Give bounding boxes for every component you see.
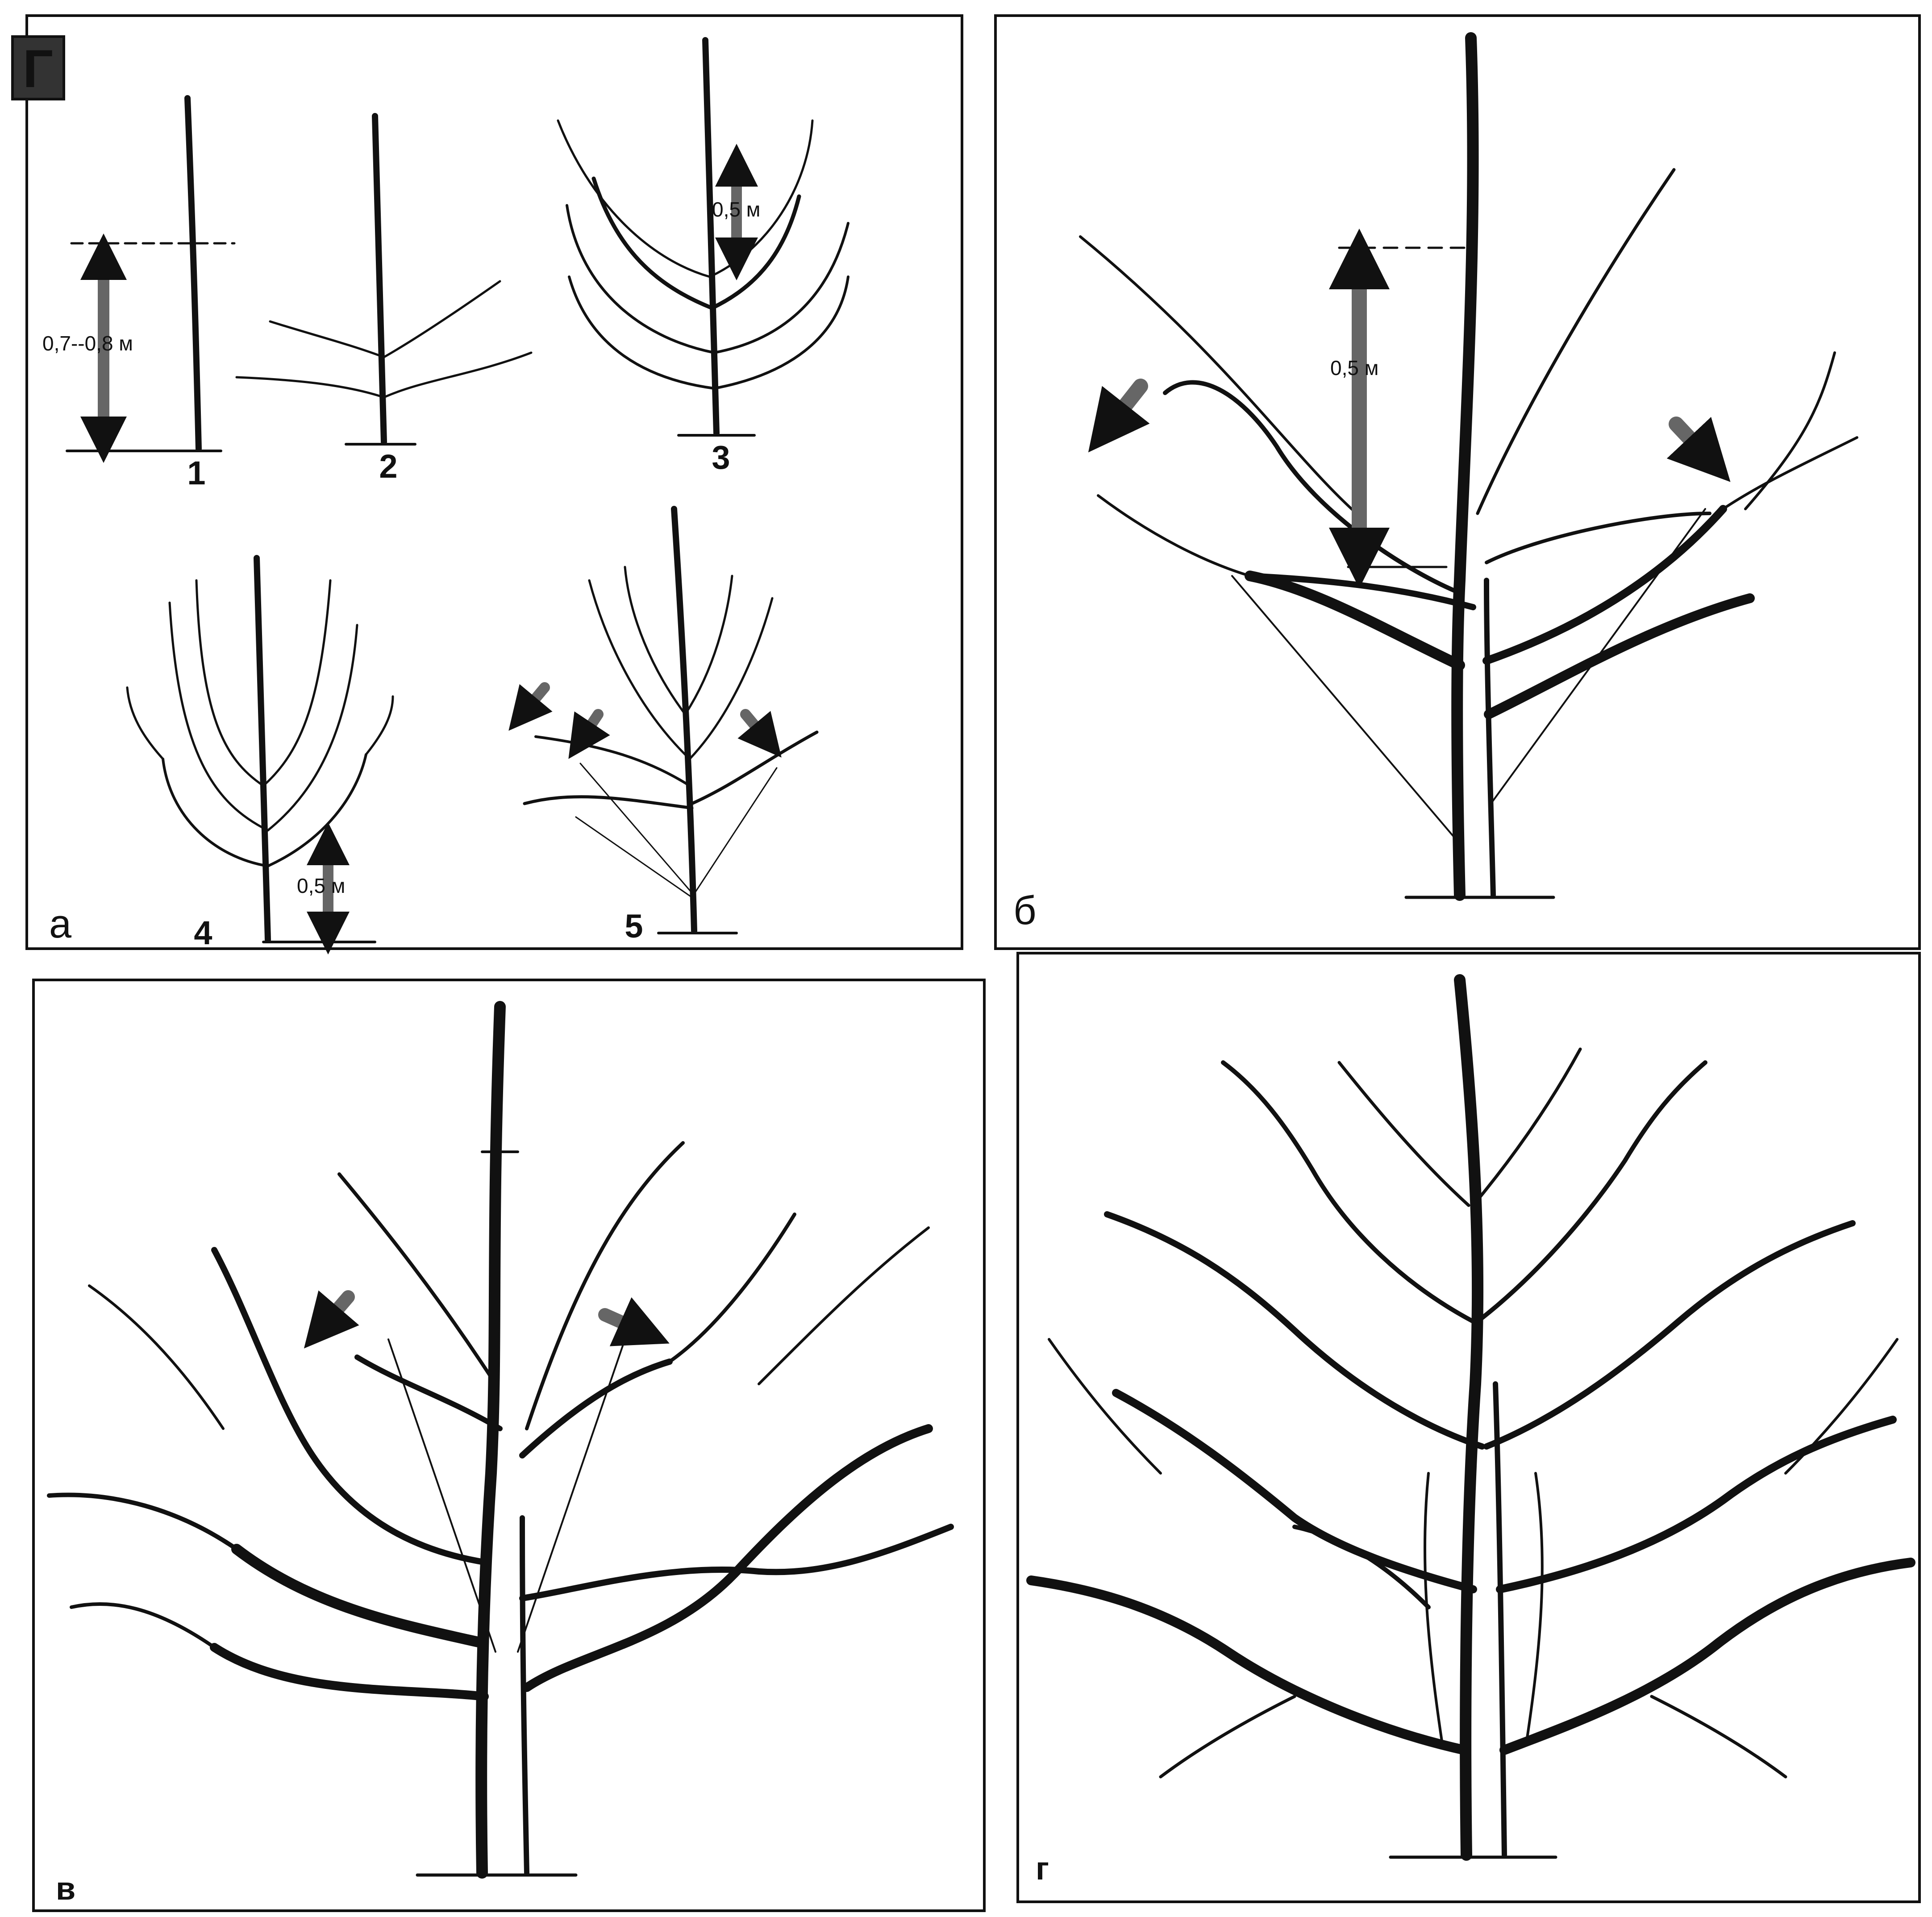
- panel-label-v: в: [56, 1871, 75, 1907]
- stage-2-first-tier: [237, 116, 531, 444]
- stage-3-second-tier: [558, 40, 848, 435]
- bend-arrow: [745, 714, 768, 741]
- bend-arrow: [1107, 386, 1141, 429]
- panel-v-frame: [33, 980, 984, 1911]
- bend-arrow: [605, 1315, 645, 1333]
- panel-a-frame: [27, 16, 962, 949]
- panel-label-g: г: [1036, 1851, 1049, 1887]
- panel-a-text: 0,7--0,8 м 0,5 м 0,5 м 1 2 3 4 5 а: [42, 198, 760, 951]
- logo-badge: Г: [12, 37, 64, 99]
- panel-label-b: б: [1013, 888, 1037, 933]
- dim-label-b: 0,5 м: [1330, 356, 1378, 379]
- bend-arrow: [580, 714, 598, 741]
- panel-g: [1031, 980, 1911, 1857]
- stage-number-2: 2: [379, 448, 397, 485]
- dim-label-4: 0,5 м: [297, 874, 345, 897]
- bend-arrow: [522, 688, 545, 714]
- stage-5-bent-branches: [522, 509, 817, 933]
- stage-number-3: 3: [712, 439, 730, 476]
- panel-v: [49, 1007, 951, 1875]
- stage-4-crown: [127, 558, 393, 942]
- stage-number-1: 1: [187, 454, 205, 492]
- panel-label-a: а: [49, 902, 72, 946]
- dim-label-1: 0,7--0,8 м: [42, 332, 133, 355]
- stage-number-5: 5: [625, 908, 643, 945]
- panel-b-text: 0,5 м б: [1013, 356, 1378, 933]
- stage-number-4: 4: [194, 914, 212, 951]
- dim-label-3: 0,5 м: [712, 198, 760, 221]
- bend-arrow: [1676, 424, 1710, 460]
- logo-letter: Г: [23, 39, 53, 99]
- panel-v-text: в: [56, 1871, 75, 1907]
- panel-g-text: г: [1036, 1851, 1049, 1887]
- panel-a: [67, 40, 848, 942]
- bend-arrow: [321, 1297, 348, 1328]
- panel-b: [1080, 38, 1857, 897]
- stage-1-seedling: [67, 98, 234, 451]
